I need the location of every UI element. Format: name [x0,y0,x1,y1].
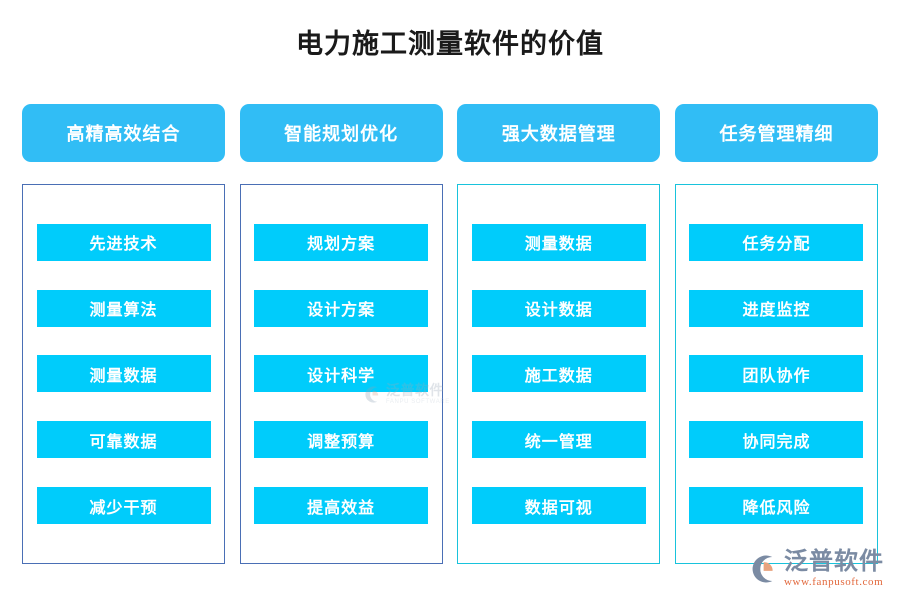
item-chip[interactable]: 设计数据 [471,289,646,327]
item-chip[interactable]: 可靠数据 [36,421,211,459]
column-panel-2: 规划方案 设计方案 设计科学 调整预算 提高效益 [239,184,443,564]
page-title: 电力施工测量软件的价值 [296,29,604,59]
fanpu-logo-icon [752,555,773,583]
column-3: 强大数据管理 测量数据 设计数据 施工数据 统一管理 数据可视 [457,104,661,564]
column-panel-1: 先进技术 测量算法 测量数据 可靠数据 减少干预 [22,184,225,564]
column-header-3[interactable]: 强大数据管理 [457,104,661,162]
item-chip[interactable]: 施工数据 [471,355,646,393]
item-chip[interactable]: 数据可视 [471,487,646,525]
column-2: 智能规划优化 规划方案 设计方案 设计科学 调整预算 提高效益 [239,104,443,564]
item-chip[interactable]: 先进技术 [36,223,211,261]
brand-name-cn: 泛普软件 [784,548,884,575]
item-chip[interactable]: 调整预算 [254,421,429,459]
item-chip[interactable]: 任务分配 [689,223,864,261]
column-4: 任务管理精细 任务分配 进度监控 团队协作 协同完成 降低风险 [674,104,878,564]
column-header-2[interactable]: 智能规划优化 [239,104,443,162]
item-chip[interactable]: 设计科学 [254,355,429,393]
column-panel-3: 测量数据 设计数据 施工数据 统一管理 数据可视 [457,184,661,564]
item-chip[interactable]: 进度监控 [689,289,864,327]
column-panel-4: 任务分配 进度监控 团队协作 协同完成 降低风险 [674,184,878,564]
column-header-4[interactable]: 任务管理精细 [674,104,878,162]
item-chip[interactable]: 降低风险 [689,487,864,525]
item-chip[interactable]: 提高效益 [254,487,429,525]
brand-text: 泛普软件 www.fanpusoft.com [784,550,884,588]
item-chip[interactable]: 规划方案 [254,223,429,261]
columns-container: 高精高效结合 先进技术 测量算法 测量数据 可靠数据 减少干预 智能规划优化 规… [22,104,878,564]
item-chip[interactable]: 测量算法 [36,289,211,327]
column-header-1[interactable]: 高精高效结合 [22,104,225,162]
column-1: 高精高效结合 先进技术 测量算法 测量数据 可靠数据 减少干预 [22,104,225,564]
item-chip[interactable]: 统一管理 [471,421,646,459]
item-chip[interactable]: 协同完成 [689,421,864,459]
brand-logo: 泛普软件 www.fanpusoft.com [749,550,884,588]
item-chip[interactable]: 测量数据 [471,223,646,261]
brand-url: www.fanpusoft.com [784,576,884,588]
item-chip[interactable]: 设计方案 [254,289,429,327]
item-chip[interactable]: 团队协作 [689,355,864,393]
item-chip[interactable]: 测量数据 [36,355,211,393]
item-chip[interactable]: 减少干预 [36,487,211,525]
